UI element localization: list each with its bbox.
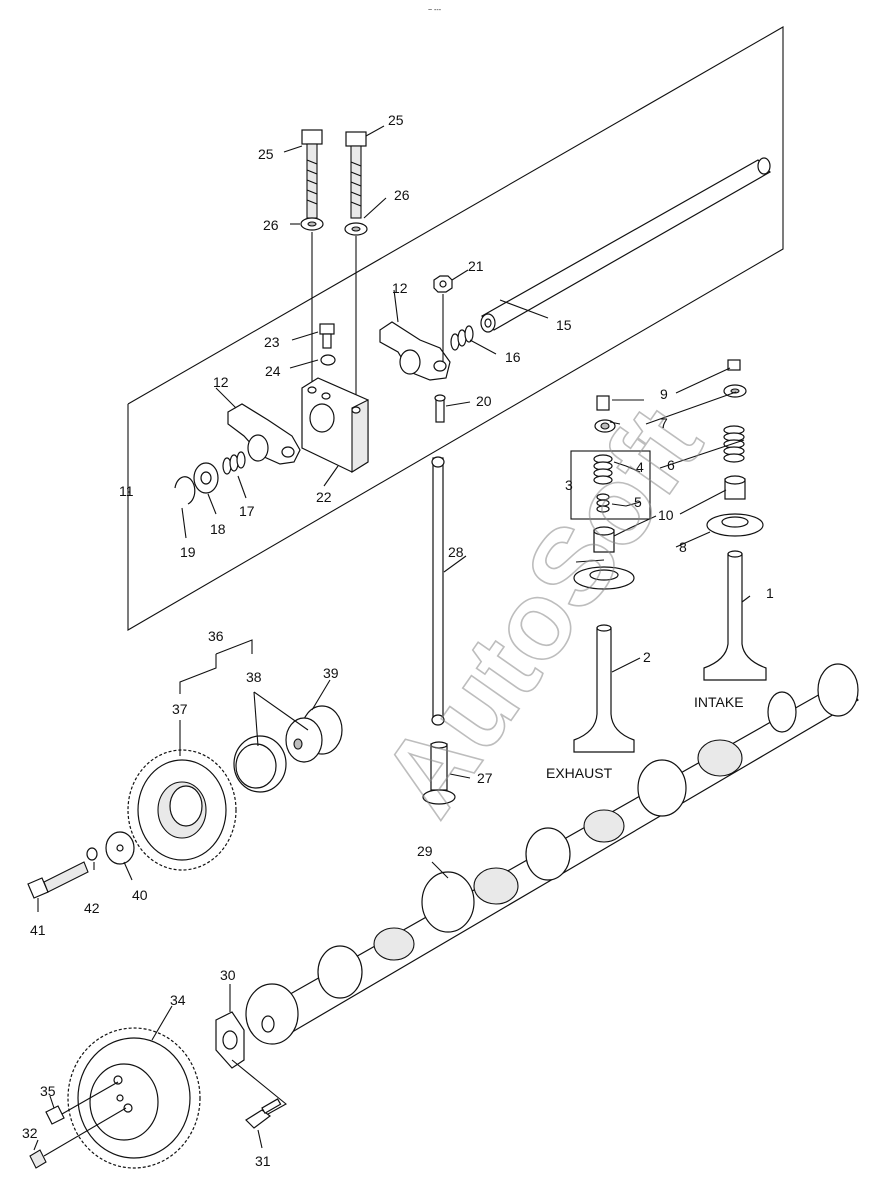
callout-16: 16: [505, 349, 521, 365]
callout-numbers: 1 2 3 4 5 6 7 8 9 10 11 12 12 15 16 17 1…: [22, 112, 774, 1169]
callout-8: 8: [679, 539, 687, 555]
callout-28: 28: [448, 544, 464, 560]
exhaust-valve: [573, 624, 635, 753]
callout-26-left: 26: [263, 217, 279, 233]
callout-18: 18: [210, 521, 226, 537]
dowel-pin: [29, 1107, 127, 1169]
intake-label: INTAKE: [694, 694, 744, 710]
header-mark: ~ ---: [428, 7, 442, 14]
callout-34: 34: [170, 992, 186, 1008]
rocker-shaft: [480, 157, 771, 333]
thrust-plate: [215, 1011, 245, 1069]
gear-bolt: [45, 1081, 119, 1125]
callout-26-right: 26: [394, 187, 410, 203]
rocker-assembly-frame: [127, 26, 784, 631]
callout-21: 21: [468, 258, 484, 274]
push-rod: [431, 456, 445, 726]
callout-37: 37: [172, 701, 188, 717]
valve-tappet: [422, 741, 456, 805]
leader-lines: [33, 125, 751, 1151]
callout-22: 22: [316, 489, 332, 505]
callout-25-right: 25: [388, 112, 404, 128]
exhaust-valve-hardware: [570, 395, 651, 590]
callout-27: 27: [477, 770, 493, 786]
callout-11: 11: [119, 483, 134, 499]
callout-35: 35: [40, 1083, 56, 1099]
callout-24: 24: [265, 363, 281, 379]
idler-thrust-washer: [105, 831, 135, 865]
callout-40: 40: [132, 887, 148, 903]
idler-gear: [127, 749, 237, 871]
camshaft: [245, 663, 859, 1045]
callout-25-left: 25: [258, 146, 274, 162]
rocker-arm-left: [227, 403, 301, 465]
callout-4: 4: [636, 459, 644, 475]
intake-valve: [703, 550, 767, 681]
snap-ring: [174, 476, 196, 505]
idler-bolt: [27, 861, 89, 899]
rocker-spring-left: [222, 451, 246, 475]
callout-6: 6: [667, 457, 675, 473]
callout-2: 2: [643, 649, 651, 665]
callout-32: 32: [22, 1125, 38, 1141]
idler-shaft: [285, 705, 343, 763]
callout-42: 42: [84, 900, 100, 916]
rocker-arm-right: [379, 321, 451, 381]
exhaust-label: EXHAUST: [546, 765, 613, 781]
callout-38: 38: [246, 669, 262, 685]
callout-23: 23: [264, 334, 280, 350]
callout-30: 30: [220, 967, 236, 983]
callout-5: 5: [634, 494, 642, 510]
lock-washer: [86, 847, 98, 861]
adjuster-screw: [434, 394, 446, 423]
callout-10: 10: [658, 507, 674, 523]
callout-41: 41: [30, 922, 46, 938]
callout-39: 39: [323, 665, 339, 681]
small-bolt: [319, 323, 335, 349]
callout-20: 20: [476, 393, 492, 409]
bracket-bolt-left: [301, 129, 323, 219]
intake-valve-hardware: [706, 359, 764, 537]
callout-17: 17: [239, 503, 255, 519]
adjuster-nut: [433, 275, 453, 293]
callout-9: 9: [660, 386, 668, 402]
callout-1: 1: [766, 585, 774, 601]
callout-29: 29: [417, 843, 433, 859]
rocker-spring-right: [450, 325, 474, 351]
rocker-bracket: [301, 377, 369, 473]
thrust-plate-bolt: [245, 1098, 282, 1129]
callout-3: 3: [565, 477, 573, 493]
callout-19: 19: [180, 544, 196, 560]
callout-12-right: 12: [392, 280, 408, 296]
bracket-bolt-right: [345, 131, 367, 219]
callout-36: 36: [208, 628, 224, 644]
idler-bushing: [233, 735, 287, 793]
small-washer: [320, 354, 336, 366]
camshaft-gear: [67, 1027, 201, 1169]
callout-7: 7: [660, 415, 668, 431]
callout-12-left: 12: [213, 374, 229, 390]
callout-31: 31: [255, 1153, 271, 1169]
callout-15: 15: [556, 317, 572, 333]
